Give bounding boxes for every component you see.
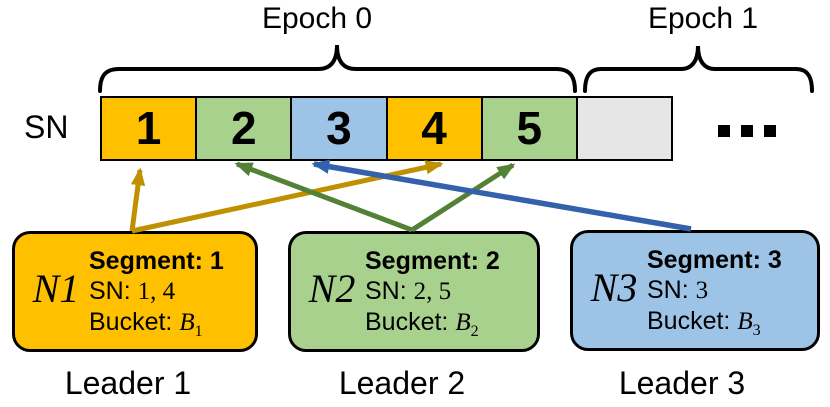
node-box-n3: N3 Segment: 3 SN: 3 Bucket: B3 — [570, 230, 820, 351]
arrow-n3-to-sn3 — [311, 159, 692, 232]
node-box-n2: N2 Segment: 2 SN: 2, 5 Bucket: B2 — [288, 231, 540, 352]
sn-block-1: 1 — [100, 96, 198, 161]
node-n3-sn-line: SN: 3 — [647, 275, 709, 304]
arrow-n2-to-sn2 — [234, 161, 413, 233]
ellipsis-dot — [741, 125, 753, 137]
node-box-n1: N1 Segment: 1 SN: 1, 4 Bucket: B1 — [12, 231, 258, 352]
node-n1-segment-line: Segment: 1 — [89, 246, 224, 275]
node-n2-bucket-line: Bucket: B2 — [365, 307, 479, 340]
arrow-n2-to-sn5 — [410, 162, 516, 233]
leader-3-label: Leader 3 — [618, 365, 746, 401]
epoch-0-brace — [98, 44, 577, 93]
sn-block-2-label: 2 — [230, 101, 257, 154]
leader-2-label: Leader 2 — [338, 365, 466, 401]
ellipsis-icon — [718, 125, 776, 137]
sn-block-3: 3 — [292, 96, 388, 161]
sn-block-5: 5 — [482, 96, 578, 161]
sn-block-empty — [577, 96, 674, 161]
node-n3-id: N3 — [590, 264, 638, 310]
sn-block-3-label: 3 — [326, 101, 352, 154]
node-n3-bucket-line: Bucket: B3 — [647, 306, 761, 339]
ellipsis-dot — [764, 125, 776, 137]
epoch-1-brace — [583, 45, 814, 93]
ellipsis-dot — [718, 125, 730, 137]
arrow-n1-to-sn4 — [131, 160, 444, 234]
node-n2-sn-line: SN: 2, 5 — [365, 276, 452, 305]
node-n2-segment-line: Segment: 2 — [365, 246, 500, 275]
arrow-n1-to-sn1 — [129, 167, 146, 232]
sn-axis-label: SN — [24, 109, 69, 145]
node-n1-id: N1 — [32, 265, 80, 311]
node-n1-sn-line: SN: 1, 4 — [89, 276, 176, 305]
epoch-0-label: Epoch 0 — [261, 2, 373, 35]
sn-block-5-label: 5 — [516, 101, 543, 154]
node-n3-segment-line: Segment: 3 — [647, 245, 782, 274]
sn-block-2: 2 — [197, 96, 293, 161]
leader-1-label: Leader 1 — [64, 365, 192, 401]
node-n1-bucket-line: Bucket: B1 — [89, 307, 203, 340]
node-n2-id: N2 — [308, 265, 356, 311]
epoch-1-label: Epoch 1 — [647, 2, 759, 35]
sn-block-4-label: 4 — [421, 101, 447, 154]
sn-block-1-label: 1 — [135, 101, 162, 154]
sn-block-4: 4 — [387, 96, 483, 161]
sn-blocks-row: 1 2 3 4 5 — [100, 96, 674, 161]
